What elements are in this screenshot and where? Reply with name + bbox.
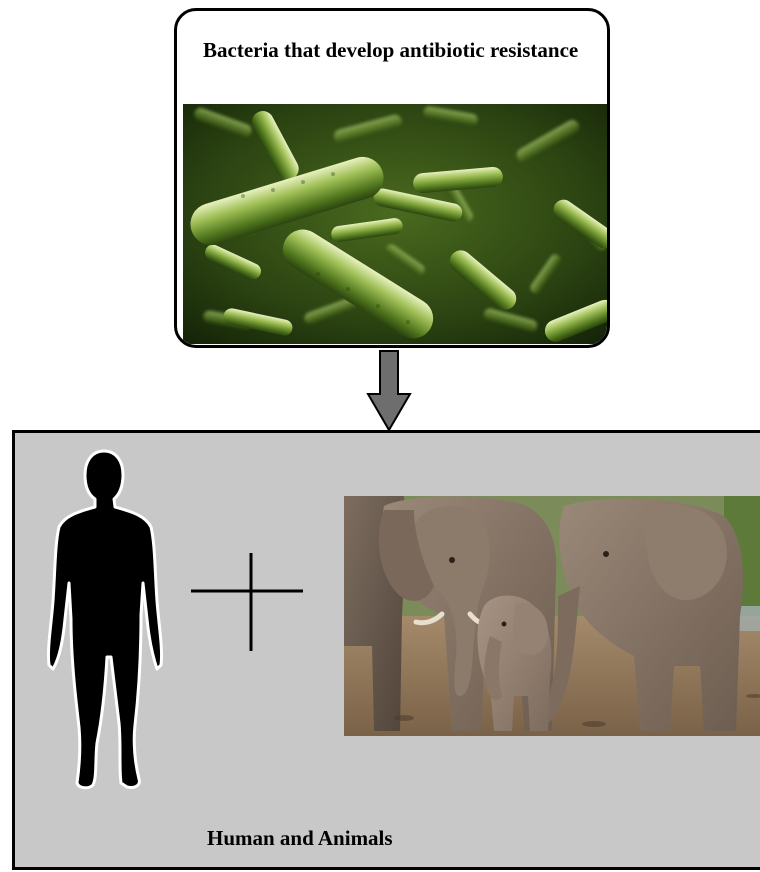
- human-silhouette-icon: [41, 443, 167, 797]
- elephants-photo-icon: [344, 496, 760, 736]
- human-animals-caption: Human and Animals: [207, 826, 393, 851]
- plus-icon: [189, 553, 305, 653]
- bacteria-panel: Bacteria that develop antibiotic resista…: [174, 8, 610, 348]
- bacteria-photo-icon: [183, 104, 608, 344]
- bacteria-panel-title: Bacteria that develop antibiotic resista…: [203, 37, 583, 63]
- human-animals-panel: Human and Animals: [12, 430, 760, 870]
- down-arrow-icon: [366, 350, 412, 432]
